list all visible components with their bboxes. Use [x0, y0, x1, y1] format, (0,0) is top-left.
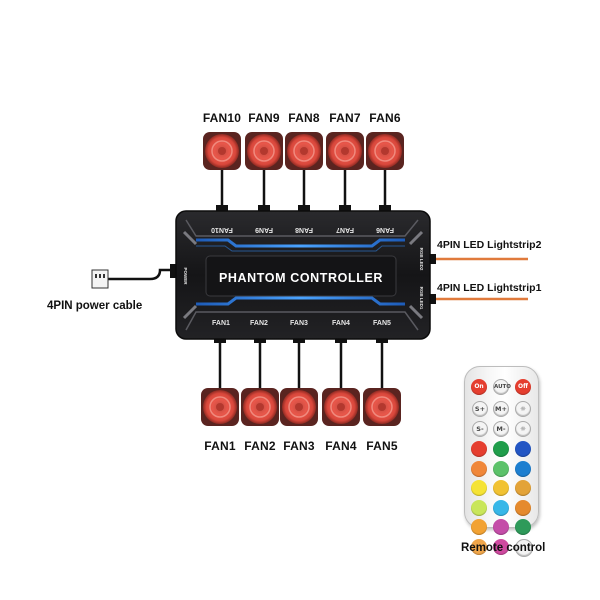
fan-label-fan6: FAN6: [369, 111, 401, 125]
fan-label-fan1: FAN1: [204, 439, 236, 453]
fan-7-graphic: [326, 132, 364, 170]
remote-color-button-r5-c2[interactable]: [493, 519, 509, 535]
remote-color-button-r4-c3[interactable]: [515, 499, 531, 516]
remote-color-button-r3-c1[interactable]: [471, 480, 487, 496]
remote-control-label: Remote control: [461, 542, 546, 554]
remote-color-button-r5-c1[interactable]: [471, 519, 487, 535]
fan-1-graphic: [201, 388, 239, 426]
fan-9-graphic: [245, 132, 283, 170]
port-label-rgb-led1: RGB LED1: [419, 287, 424, 310]
remote-color-button-r1-c2[interactable]: [493, 441, 509, 457]
remote-color-button-r6-c1[interactable]: [471, 538, 487, 555]
fan-6-graphic: [366, 132, 404, 170]
remote-color-button-r3-c2[interactable]: [493, 480, 509, 496]
bottom-fan-cables: [218, 340, 384, 390]
port-label-fan5: FAN5: [373, 320, 391, 327]
remote-auto-button[interactable]: AUTO: [493, 379, 511, 395]
port-label-fan3: FAN3: [290, 320, 308, 327]
fan-4-graphic: [322, 388, 360, 426]
remote-mode-up-button[interactable]: M+: [493, 401, 509, 417]
remote-color-button-r5-c3[interactable]: [515, 519, 531, 535]
port-label-fan1: FAN1: [212, 320, 230, 327]
remote-mode-down-button[interactable]: M-: [493, 421, 509, 437]
port-label-fan7: FAN7: [336, 226, 354, 233]
fan-10-graphic: [203, 132, 241, 170]
remote-speed-up-button[interactable]: S+: [472, 401, 488, 417]
fan-label-fan5: FAN5: [366, 439, 398, 453]
remote-color-button-r6-c2[interactable]: [493, 538, 509, 555]
fan-label-fan3: FAN3: [283, 439, 315, 453]
port-label-fan8: FAN8: [295, 226, 313, 233]
port-label-power: POWER: [183, 267, 188, 285]
remote-off-button[interactable]: Off: [515, 379, 531, 395]
port-label-fan6: FAN6: [376, 226, 394, 233]
remote-brightness-down-button[interactable]: ☼: [515, 421, 531, 437]
remote-color-button-r4-c1[interactable]: [471, 499, 487, 516]
remote-color-button-r1-c1[interactable]: [471, 441, 487, 457]
remote-color-button-r3-c3[interactable]: [515, 480, 531, 496]
port-label-fan2: FAN2: [250, 320, 268, 327]
controller-body: [175, 210, 431, 340]
fan-2-graphic: [241, 388, 279, 426]
port-label-rgb-led2: RGB LED2: [419, 248, 424, 271]
top-fans: [203, 132, 404, 170]
power-cable: [91, 264, 178, 289]
remote-speed-down-button[interactable]: S-: [472, 421, 488, 437]
fan-8-graphic: [285, 132, 323, 170]
remote-color-button-r2-c2[interactable]: [493, 460, 509, 477]
fan-label-fan9: FAN9: [248, 111, 280, 125]
fan-5-graphic: [363, 388, 401, 426]
remote-color-button-r4-c2[interactable]: [493, 499, 509, 516]
port-label-fan4: FAN4: [332, 320, 350, 327]
fan-label-fan7: FAN7: [329, 111, 361, 125]
port-label-fan9: FAN9: [255, 226, 273, 233]
fan-label-fan10: FAN10: [202, 111, 242, 125]
remote-color-button-r1-c3[interactable]: [515, 441, 531, 457]
lightstrip-cables: [428, 254, 528, 304]
top-fan-cables: [220, 168, 387, 208]
lightstrip1-label: 4PIN LED Lightstrip1: [437, 282, 542, 294]
fan-label-fan8: FAN8: [288, 111, 320, 125]
fan-label-fan2: FAN2: [244, 439, 276, 453]
controller-title: PHANTOM CONTROLLER: [219, 271, 383, 285]
fan-label-fan4: FAN4: [325, 439, 357, 453]
remote-color-button-r6-c3[interactable]: [515, 538, 533, 557]
fan-3-graphic: [280, 388, 318, 426]
remote-control: On AUTO Off S+ M+ ☼ S- M- ☼: [464, 366, 539, 557]
lightstrip2-label: 4PIN LED Lightstrip2: [437, 239, 542, 251]
remote-color-button-r2-c3[interactable]: [515, 460, 531, 477]
bottom-fans: [201, 388, 401, 426]
remote-brightness-up-button[interactable]: ☼: [515, 401, 531, 417]
port-label-fan10: FAN10: [211, 226, 233, 233]
remote-color-button-r2-c1[interactable]: [471, 460, 487, 477]
power-cable-label: 4PIN power cable: [47, 300, 143, 312]
remote-on-button[interactable]: On: [471, 379, 487, 395]
